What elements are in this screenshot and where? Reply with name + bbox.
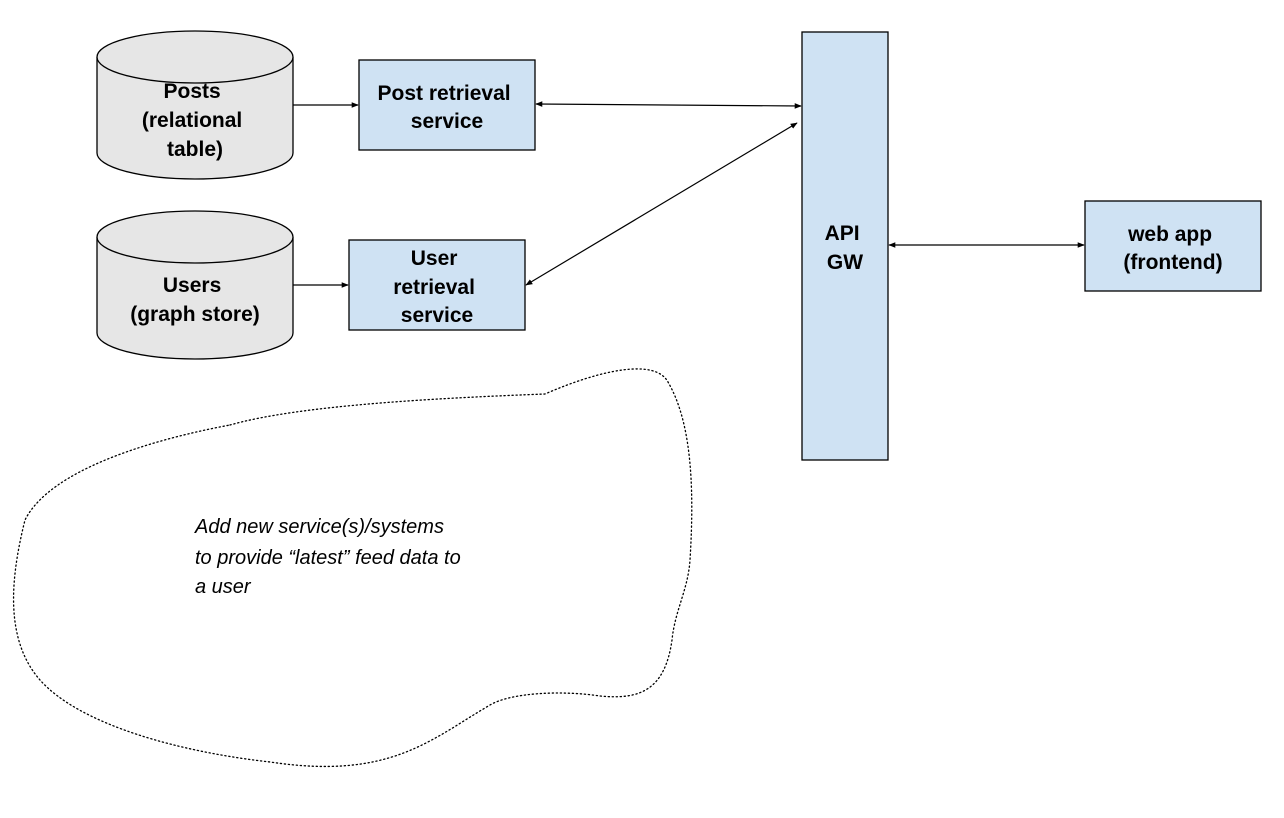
web-app-box[interactable]: web app (frontend) bbox=[1084, 200, 1262, 292]
user-retrieval-service-label-line-3: service bbox=[401, 304, 473, 327]
posts-database-label-line-2: (relational bbox=[142, 109, 242, 132]
svg-text:User retrieval ser: User retrieval service bbox=[393, 247, 481, 327]
users-database-label-line-1: Users bbox=[163, 274, 221, 297]
users-database-top bbox=[96, 210, 294, 264]
posts-database[interactable]: Posts (relational table) bbox=[96, 30, 294, 180]
api-gateway-label-line-1: API bbox=[825, 222, 860, 245]
web-app-label-line-1: web app bbox=[1127, 223, 1212, 246]
users-database-body bbox=[96, 237, 294, 360]
svg-text:Add new service(s)/systems: Add new service(s)/systems to provide “l… bbox=[194, 516, 466, 598]
svg-text:Posts (relational: Posts (relational table) bbox=[142, 80, 248, 161]
user-retrieval-service-rect bbox=[348, 239, 526, 331]
svg-text:Users (graph store): Users (graph store) bbox=[130, 274, 260, 326]
svg-text:Post retrieval service: Post retrieval service bbox=[378, 82, 517, 133]
note-line-2: to provide “latest” feed data to bbox=[195, 547, 461, 569]
api-gateway-rect bbox=[801, 31, 889, 461]
user-retrieval-service-box[interactable]: User retrieval service bbox=[348, 239, 526, 331]
posts-database-label-line-3: table) bbox=[167, 138, 223, 161]
user-retrieval-service-label-line-1: User bbox=[411, 247, 458, 270]
users-database[interactable]: Users (graph store) bbox=[96, 210, 294, 360]
post-retrieval-service-label-line-1: Post retrieval bbox=[378, 82, 511, 105]
svg-text:API GW: API GW bbox=[825, 222, 866, 274]
new-service-cloud-area[interactable]: Add new service(s)/systems to provide “l… bbox=[12, 368, 693, 768]
web-app-label-line-2: (frontend) bbox=[1123, 251, 1222, 274]
post-retrieval-service-label-line-2: service bbox=[411, 110, 483, 133]
users-database-label-line-2: (graph store) bbox=[130, 303, 260, 326]
post-retrieval-service-box[interactable]: Post retrieval service bbox=[358, 59, 536, 151]
svg-text:web app (frontend): web app (frontend) bbox=[1123, 223, 1222, 274]
arrow-user-service-api-gateway bbox=[525, 122, 798, 286]
dotted-cloud-outline bbox=[12, 368, 693, 768]
posts-database-top bbox=[96, 30, 294, 84]
posts-database-label-line-1: Posts bbox=[163, 80, 220, 103]
post-retrieval-service-rect bbox=[358, 59, 536, 151]
api-gateway-label-line-2: GW bbox=[827, 251, 863, 274]
posts-database-body bbox=[96, 57, 294, 180]
user-retrieval-service-label-line-2: retrieval bbox=[393, 276, 475, 299]
web-app-rect bbox=[1084, 200, 1262, 292]
arrow-post-service-api-gateway bbox=[535, 101, 802, 109]
api-gateway-box[interactable]: API GW bbox=[801, 31, 889, 461]
note-line-1: Add new service(s)/systems bbox=[194, 516, 444, 538]
note-line-3: a user bbox=[195, 576, 252, 598]
